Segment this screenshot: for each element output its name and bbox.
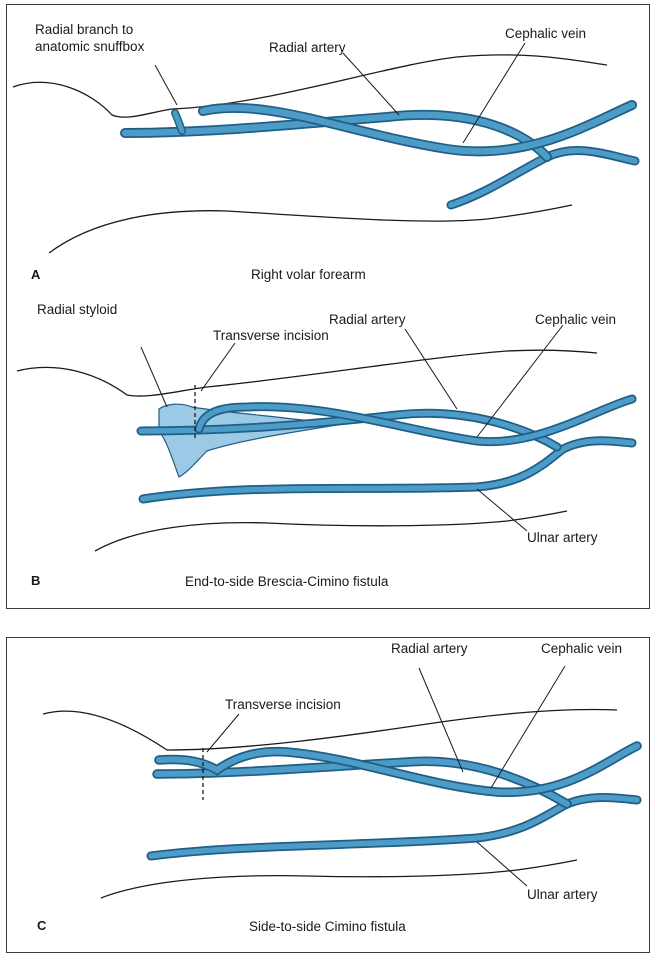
panel-c-illustration: [7, 638, 651, 954]
leader-cephalic-vein: [491, 666, 565, 788]
panel-letter-c: C: [37, 918, 46, 933]
leader-ulnar-artery: [477, 842, 527, 886]
panel-letter-b: B: [31, 573, 40, 588]
forearm-outline-bottom: [95, 511, 567, 551]
label-transverse-incision: Transverse incision: [225, 696, 341, 713]
label-transverse-incision: Transverse incision: [213, 327, 329, 344]
leader-radial-branch: [155, 65, 177, 105]
label-radial-branch-line2: anatomic snuffbox: [35, 38, 144, 55]
label-radial-artery: Radial artery: [329, 311, 406, 328]
label-radial-branch-line1: Radial branch to: [35, 21, 133, 38]
panel-b: Radial styloid Transverse incision Radia…: [6, 291, 650, 609]
label-ulnar-artery: Ulnar artery: [527, 886, 598, 903]
panel-c: Transverse incision Radial artery Cephal…: [6, 637, 650, 953]
caption-a: Right volar forearm: [251, 266, 366, 283]
label-cephalic-vein: Cephalic vein: [505, 25, 586, 42]
forearm-outline-bottom: [101, 860, 577, 898]
forearm-outline-top: [13, 55, 607, 117]
label-cephalic-vein: Cephalic vein: [541, 640, 622, 657]
leader-transverse-incision: [207, 714, 239, 752]
panel-b-illustration: [7, 291, 651, 609]
forearm-outline-bottom: [49, 205, 572, 253]
caption-b: End-to-side Brescia-Cimino fistula: [185, 573, 388, 590]
caption-c: Side-to-side Cimino fistula: [249, 918, 406, 935]
forearm-outline-top: [43, 710, 617, 750]
label-ulnar-artery: Ulnar artery: [527, 529, 598, 546]
leader-cephalic-vein: [477, 325, 563, 437]
leader-transverse-incision: [201, 343, 235, 391]
leader-ulnar-artery: [477, 489, 527, 531]
label-radial-artery: Radial artery: [269, 39, 346, 56]
leader-radial-styloid: [141, 347, 167, 407]
panel-a: Radial branch to anatomic snuffbox Radia…: [6, 4, 650, 291]
leader-radial-artery: [405, 329, 457, 409]
leader-radial-artery: [343, 53, 399, 115]
label-radial-artery: Radial artery: [391, 640, 468, 657]
label-radial-styloid: Radial styloid: [37, 301, 117, 318]
label-cephalic-vein: Cephalic vein: [535, 311, 616, 328]
forearm-outline-top: [17, 350, 597, 396]
radial-styloid: [159, 404, 337, 477]
panel-letter-a: A: [31, 267, 40, 282]
